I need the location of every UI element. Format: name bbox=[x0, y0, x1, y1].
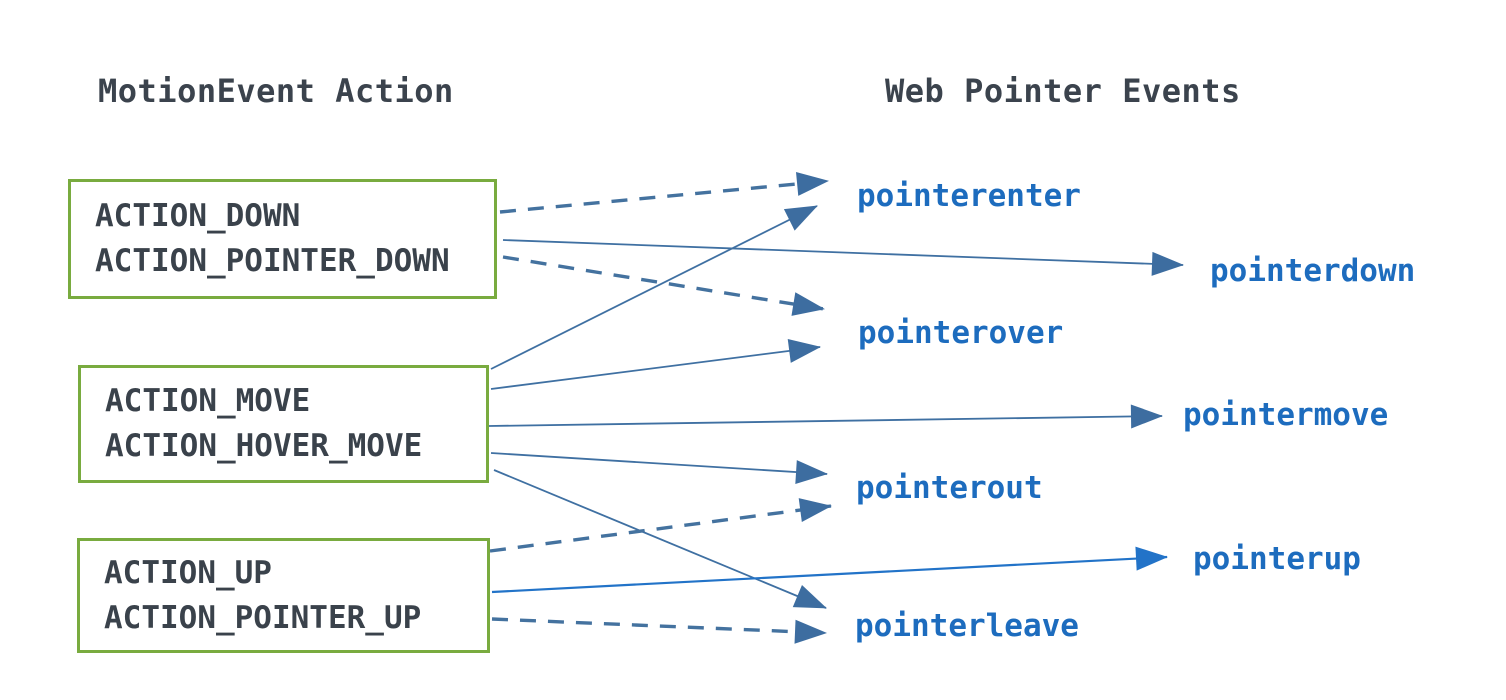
edge-action-move-to-pointerover bbox=[490, 339, 821, 390]
event-pointerout: pointerout bbox=[856, 470, 1043, 506]
edge-action-up-to-pointerleave bbox=[491, 617, 827, 644]
action-pointer-up-label: ACTION_POINTER_UP bbox=[104, 599, 422, 636]
event-pointerup: pointerup bbox=[1193, 541, 1361, 577]
action-pointer-down-label: ACTION_POINTER_DOWN bbox=[95, 243, 450, 279]
edge-action-down-to-pointerenter bbox=[499, 171, 829, 214]
box-action-move: ACTION_MOVE ACTION_HOVER_MOVE bbox=[78, 365, 489, 483]
action-move-label: ACTION_MOVE bbox=[105, 383, 311, 419]
edge-action-down-to-pointerdown bbox=[502, 239, 1184, 276]
action-up-label: ACTION_UP bbox=[104, 554, 272, 591]
edge-action-move-to-pointerleave bbox=[493, 469, 827, 609]
event-pointerdown: pointerdown bbox=[1210, 253, 1416, 289]
edge-action-move-to-pointermove bbox=[488, 404, 1163, 429]
action-hover-move-label: ACTION_HOVER_MOVE bbox=[105, 428, 423, 464]
action-down-label: ACTION_DOWN bbox=[95, 198, 301, 234]
box-action-down: ACTION_DOWN ACTION_POINTER_DOWN bbox=[68, 179, 497, 299]
box-action-up: ACTION_UP ACTION_POINTER_UP bbox=[77, 538, 490, 653]
event-pointerleave: pointerleave bbox=[855, 608, 1079, 644]
edge-action-move-to-pointerout bbox=[490, 452, 828, 485]
left-column-title: MotionEvent Action bbox=[98, 72, 454, 110]
event-pointerover: pointerover bbox=[858, 315, 1064, 351]
event-pointermove: pointermove bbox=[1183, 397, 1389, 433]
edge-action-up-to-pointerout bbox=[489, 498, 832, 553]
event-pointerenter: pointerenter bbox=[857, 178, 1081, 214]
edge-action-up-to-pointerup bbox=[491, 546, 1168, 594]
edge-action-move-to-pointerenter bbox=[490, 205, 818, 370]
right-column-title: Web Pointer Events bbox=[885, 72, 1241, 110]
